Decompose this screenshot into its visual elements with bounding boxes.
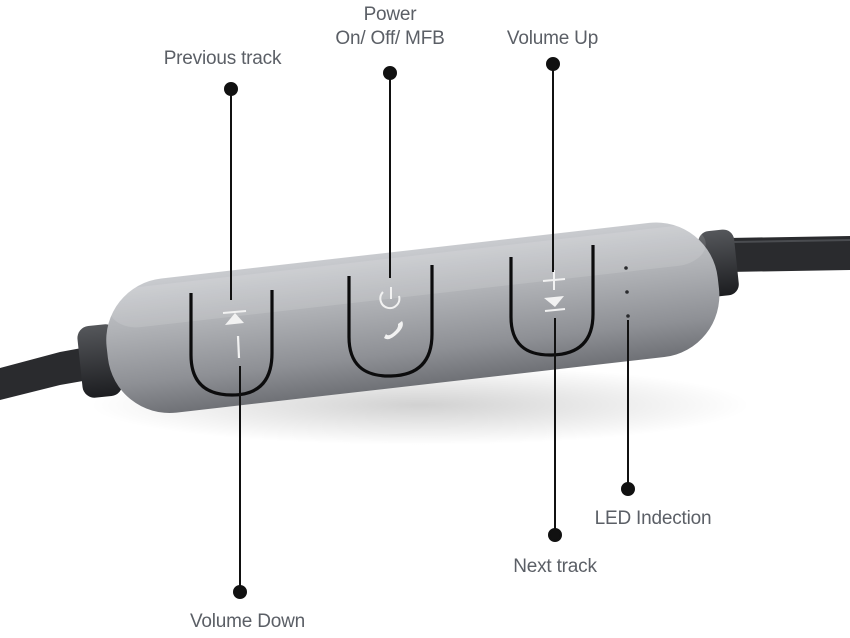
volume-down-icon — [236, 335, 241, 359]
remote-body — [106, 222, 720, 414]
cable-right-highlight — [731, 239, 850, 243]
callout-dot-volume-down — [233, 585, 247, 599]
label-led-indication: LED Indection — [594, 508, 712, 529]
cable-right — [728, 236, 850, 272]
previous-volume-down-button[interactable] — [189, 290, 274, 397]
callout-dot-power — [383, 66, 397, 80]
callout-dot-led — [621, 482, 635, 496]
led-indicator-dots — [624, 266, 630, 318]
label-previous-track: Previous track — [163, 48, 282, 69]
next-track-icon — [544, 296, 566, 312]
label-next-track: Next track — [513, 556, 597, 577]
label-volume-up: Volume Up — [506, 28, 599, 49]
callout-dot-volume-up — [546, 57, 560, 71]
previous-track-icon — [222, 310, 247, 325]
volume-up-icon — [542, 270, 566, 290]
label-power: Power On/ Off/ MFB — [320, 3, 460, 51]
cable-left — [0, 345, 100, 400]
phone-icon — [384, 321, 403, 340]
power-button[interactable] — [347, 265, 434, 378]
label-volume-down: Volume Down — [189, 611, 306, 632]
power-icon — [379, 287, 401, 310]
label-power-title: Power — [363, 4, 417, 25]
callout-dot-previous-track — [224, 82, 238, 96]
volume-up-next-button[interactable] — [509, 245, 595, 357]
callout-dot-next-track — [548, 528, 562, 542]
label-power-modes: On/ Off/ MFB — [335, 28, 445, 49]
